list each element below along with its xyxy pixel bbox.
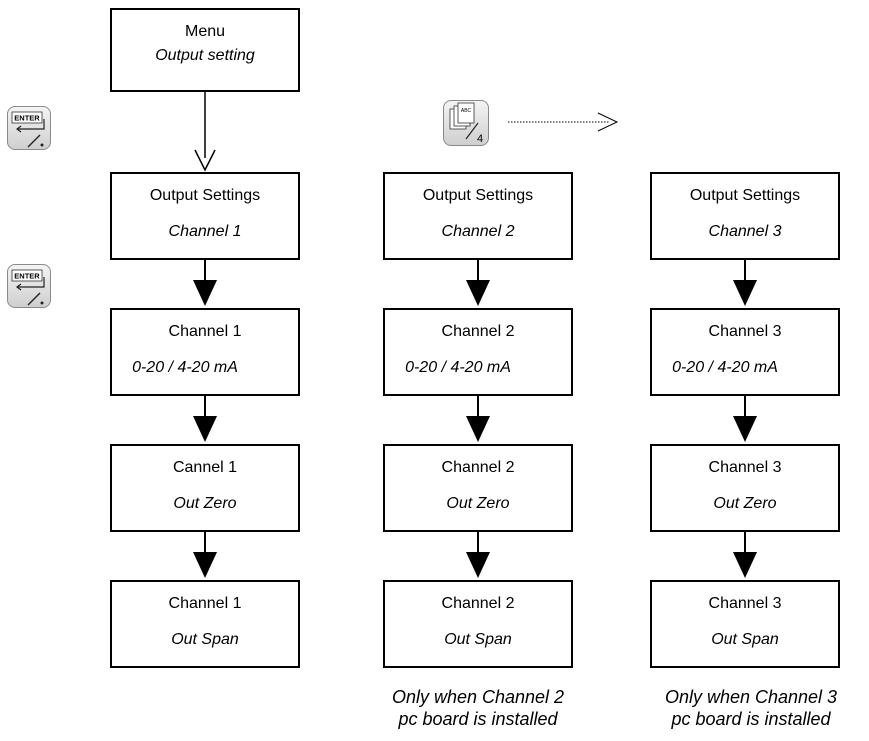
span-box-channel-3: Channel 3 Out Span (650, 580, 840, 668)
arrows-column-1 (193, 260, 217, 578)
zero-box-channel-3: Channel 3 Out Zero (650, 444, 840, 532)
menu-box: Menu Output setting (110, 8, 300, 92)
note-line-1: Only when Channel 2 (391, 687, 565, 707)
note-line-2: pc board is installed (398, 709, 558, 729)
range-subtitle: 0-20 / 4-20 mA (132, 359, 238, 376)
zero-subtitle: Out Zero (713, 495, 777, 512)
settings-title: Output Settings (689, 187, 801, 204)
range-title: Channel 3 (708, 323, 782, 340)
settings-subtitle: Channel 3 (708, 223, 782, 240)
page-key-label: 4 (477, 133, 483, 145)
span-box-channel-1: Channel 1 Out Span (110, 580, 300, 668)
enter-key-1[interactable]: ENTER (7, 106, 51, 150)
span-box-channel-2: Channel 2 Out Span (383, 580, 573, 668)
range-box-channel-1: Channel 1 0-20 / 4-20 mA (110, 308, 300, 396)
note-line-1: Only when Channel 3 (664, 687, 838, 707)
zero-title: Channel 2 (441, 459, 515, 476)
settings-box-channel-2: Output Settings Channel 2 (383, 172, 573, 260)
range-title: Channel 1 (168, 323, 242, 340)
zero-box-channel-1: Cannel 1 Out Zero (110, 444, 300, 532)
zero-box-channel-2: Channel 2 Out Zero (383, 444, 573, 532)
span-subtitle: Out Span (171, 631, 239, 648)
pages-icon: ABC 4 (449, 102, 483, 145)
zero-title: Channel 3 (708, 459, 782, 476)
arrows-column-3 (733, 260, 757, 578)
settings-title: Output Settings (149, 187, 261, 204)
enter-key-icon: ENTER (11, 269, 45, 306)
arrows-column-2 (466, 260, 490, 578)
zero-subtitle: Out Zero (173, 495, 237, 512)
range-title: Channel 2 (441, 323, 515, 340)
page-key[interactable]: ABC 4 (443, 100, 489, 146)
menu-subtitle: Output setting (155, 47, 255, 64)
menu-title: Menu (184, 23, 226, 40)
enter-key-icon: ENTER (11, 111, 45, 148)
note-line-2: pc board is installed (671, 709, 831, 729)
arrow-next-channel (508, 112, 619, 132)
range-subtitle: 0-20 / 4-20 mA (405, 359, 511, 376)
span-title: Channel 3 (708, 595, 782, 612)
range-subtitle: 0-20 / 4-20 mA (672, 359, 778, 376)
arrow-menu-to-settings (194, 92, 216, 172)
range-box-channel-3: Channel 3 0-20 / 4-20 mA (650, 308, 840, 396)
zero-title: Cannel 1 (172, 459, 238, 476)
settings-title: Output Settings (422, 187, 534, 204)
zero-subtitle: Out Zero (446, 495, 510, 512)
range-box-channel-2: Channel 2 0-20 / 4-20 mA (383, 308, 573, 396)
enter-key-label: ENTER (14, 272, 40, 281)
note-channel-2: Only when Channel 2 pc board is installe… (363, 686, 593, 730)
span-title: Channel 1 (168, 595, 242, 612)
enter-key-2[interactable]: ENTER (7, 264, 51, 308)
settings-subtitle: Channel 2 (441, 223, 515, 240)
span-subtitle: Out Span (444, 631, 512, 648)
enter-key-label: ENTER (14, 114, 40, 123)
settings-box-channel-3: Output Settings Channel 3 (650, 172, 840, 260)
span-title: Channel 2 (441, 595, 515, 612)
span-subtitle: Out Span (711, 631, 779, 648)
page-key-small-label: ABC (461, 108, 472, 114)
settings-subtitle: Channel 1 (168, 223, 242, 240)
note-channel-3: Only when Channel 3 pc board is installe… (636, 686, 866, 730)
settings-box-channel-1: Output Settings Channel 1 (110, 172, 300, 260)
